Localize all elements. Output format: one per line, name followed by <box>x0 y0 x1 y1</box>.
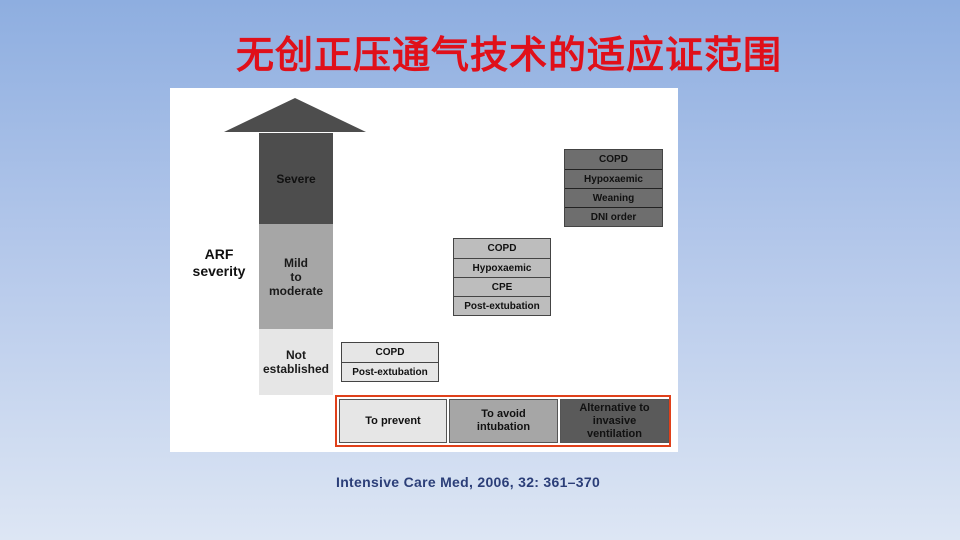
indication-item: Hypoxaemic <box>565 169 662 188</box>
indication-item: Weaning <box>565 188 662 207</box>
indication-group-avoid-intubation: COPD Hypoxaemic CPE Post-extubation <box>453 238 551 316</box>
slide-title: 无创正压通气技术的适应证范围 <box>236 33 783 77</box>
arf-severity-label: ARF severity <box>192 246 246 279</box>
goals-frame: To prevent To avoid intubation Alternati… <box>335 395 671 447</box>
goal-to-prevent: To prevent <box>339 399 447 443</box>
goal-alternative-to-invasive-ventilation: Alternative to invasive ventilation <box>560 399 669 443</box>
indication-item: CPE <box>454 277 550 296</box>
indication-item: Hypoxaemic <box>454 258 550 277</box>
goal-to-avoid-intubation: To avoid intubation <box>449 399 558 443</box>
severity-level-severe: Severe <box>259 133 333 224</box>
indication-item: COPD <box>599 153 628 165</box>
severity-level-mild-to-moderate: Mild to moderate <box>259 224 333 329</box>
indication-item: Post-extubation <box>342 362 438 381</box>
citation: Intensive Care Med, 2006, 32: 361–370 <box>336 474 601 490</box>
severity-arrow-head <box>224 98 366 132</box>
diagram-panel: Severe Mild to moderate Not established … <box>170 88 678 452</box>
indication-group-prevent: COPD Post-extubation <box>341 342 439 382</box>
indication-item: COPD <box>375 346 405 358</box>
indication-group-alternative: COPD Hypoxaemic Weaning DNI order <box>564 149 663 227</box>
indication-item: COPD <box>487 242 517 254</box>
severity-level-not-established: Not established <box>259 329 333 395</box>
indication-item: Post-extubation <box>454 296 550 315</box>
indication-item: DNI order <box>565 207 662 226</box>
